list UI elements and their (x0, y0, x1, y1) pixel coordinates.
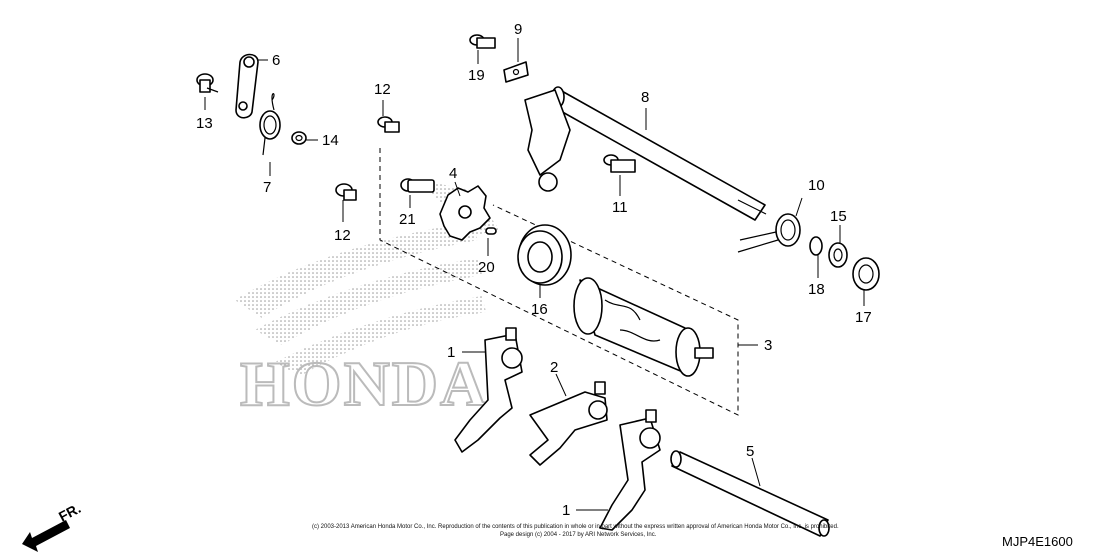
part-14-washer (291, 131, 307, 145)
callout-20: 20 (478, 259, 495, 276)
part-12-bolt-lower (335, 183, 357, 201)
assembly-dashed-outline (379, 148, 739, 416)
callout-10: 10 (808, 177, 825, 194)
diagram-code: MJP4E1600 (1002, 534, 1073, 549)
part-21-bolt (400, 178, 435, 193)
part-18-circlip (809, 236, 823, 256)
part-2-shift-fork-middle (529, 381, 608, 466)
part-1-shift-fork-upper (454, 327, 523, 453)
copyright-line-1: (c) 2003-2013 American Honda Motor Co., … (312, 524, 839, 530)
part-13-bolt (196, 73, 219, 93)
callout-8: 8 (641, 89, 649, 106)
callout-6: 6 (272, 52, 280, 69)
part-10-return-spring (737, 213, 801, 253)
callout-12-lower: 12 (334, 227, 351, 244)
part-9-plate (503, 61, 529, 83)
part-17-oil-seal (852, 257, 880, 291)
callout-18: 18 (808, 281, 825, 298)
part-5-fork-shaft (670, 450, 830, 537)
callout-5: 5 (746, 443, 754, 460)
honda-watermark-text: HONDA (240, 348, 488, 419)
part-11-bolt (603, 154, 636, 173)
callout-4: 4 (449, 165, 457, 182)
part-19-bolt (469, 34, 496, 49)
part-3-shift-drum (573, 277, 714, 377)
callout-15: 15 (830, 208, 847, 225)
callout-19: 19 (468, 67, 485, 84)
part-15-washer (828, 242, 848, 268)
part-12-bolt-upper (377, 116, 400, 133)
callout-1-lower: 1 (562, 502, 570, 519)
part-20-dowel-pin (485, 227, 497, 235)
callout-21: 21 (399, 211, 416, 228)
front-direction-label: FR. (56, 500, 83, 525)
callout-16: 16 (531, 301, 548, 318)
part-1-shift-fork-lower (599, 409, 661, 531)
callout-9: 9 (514, 21, 522, 38)
callout-11: 11 (612, 199, 628, 216)
part-4-shift-drum-cam (439, 185, 491, 241)
callout-2: 2 (550, 359, 558, 376)
front-direction-arrow-icon (22, 520, 70, 552)
callout-17: 17 (855, 309, 872, 326)
part-6-stopper-arm (235, 53, 259, 119)
part-7-return-spring (259, 93, 281, 156)
callout-7: 7 (263, 179, 271, 196)
part-8-gearshift-spindle (524, 86, 767, 221)
callout-3: 3 (764, 337, 772, 354)
callout-14: 14 (322, 132, 339, 149)
copyright-line-2: Page design (c) 2004 - 2017 by ARI Netwo… (500, 532, 657, 538)
callout-13: 13 (196, 115, 213, 132)
callout-1-upper: 1 (447, 344, 455, 361)
part-16-bearing (517, 224, 572, 286)
callout-12-upper: 12 (374, 81, 391, 98)
leader-lines (204, 38, 865, 511)
